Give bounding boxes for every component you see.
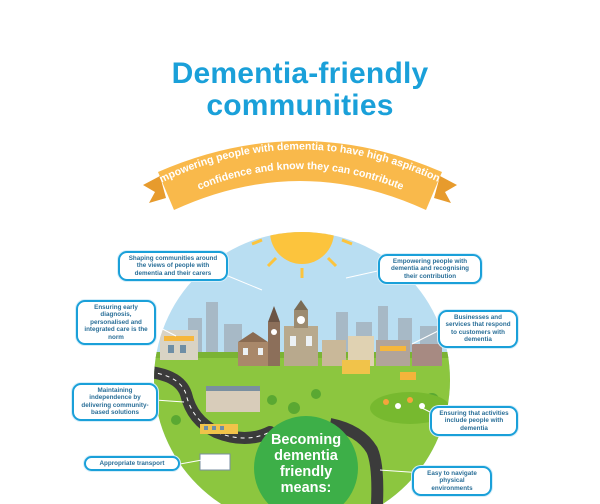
globe: [154, 232, 450, 504]
callout-early-diagnosis: Ensuring early diagnosis, personalised a…: [76, 300, 156, 346]
sun-icon: [251, 232, 353, 278]
banner-ribbon: [143, 141, 457, 210]
callout-navigate: Easy to navigate physical environments: [412, 466, 492, 497]
callout-businesses: Businesses and services that respond to …: [438, 310, 518, 348]
page-title-line-2: communities: [206, 89, 394, 122]
center-circle: [254, 416, 358, 504]
callout-transport: Appropriate transport: [84, 456, 180, 472]
car: [400, 372, 416, 380]
buildings: [160, 300, 442, 366]
callout-independence: Maintaining independence by delivering c…: [72, 383, 158, 421]
center-text: Becoming dementia friendly means:: [270, 432, 342, 496]
road-2: [328, 418, 384, 504]
callout-activities: Ensuring that activities include people …: [430, 406, 518, 437]
banner-text-line-1: Empowering people with dementia to have …: [0, 0, 442, 185]
train: [200, 424, 238, 434]
callout-shaping: Shaping communities around the views of …: [118, 251, 228, 282]
people-in-park: [383, 397, 425, 409]
bus-shelter: [199, 453, 231, 471]
bus: [342, 360, 370, 374]
callout-empowering: Empowering people with dementia and reco…: [378, 254, 482, 285]
page-title: Dementia-friendly: [171, 57, 429, 90]
